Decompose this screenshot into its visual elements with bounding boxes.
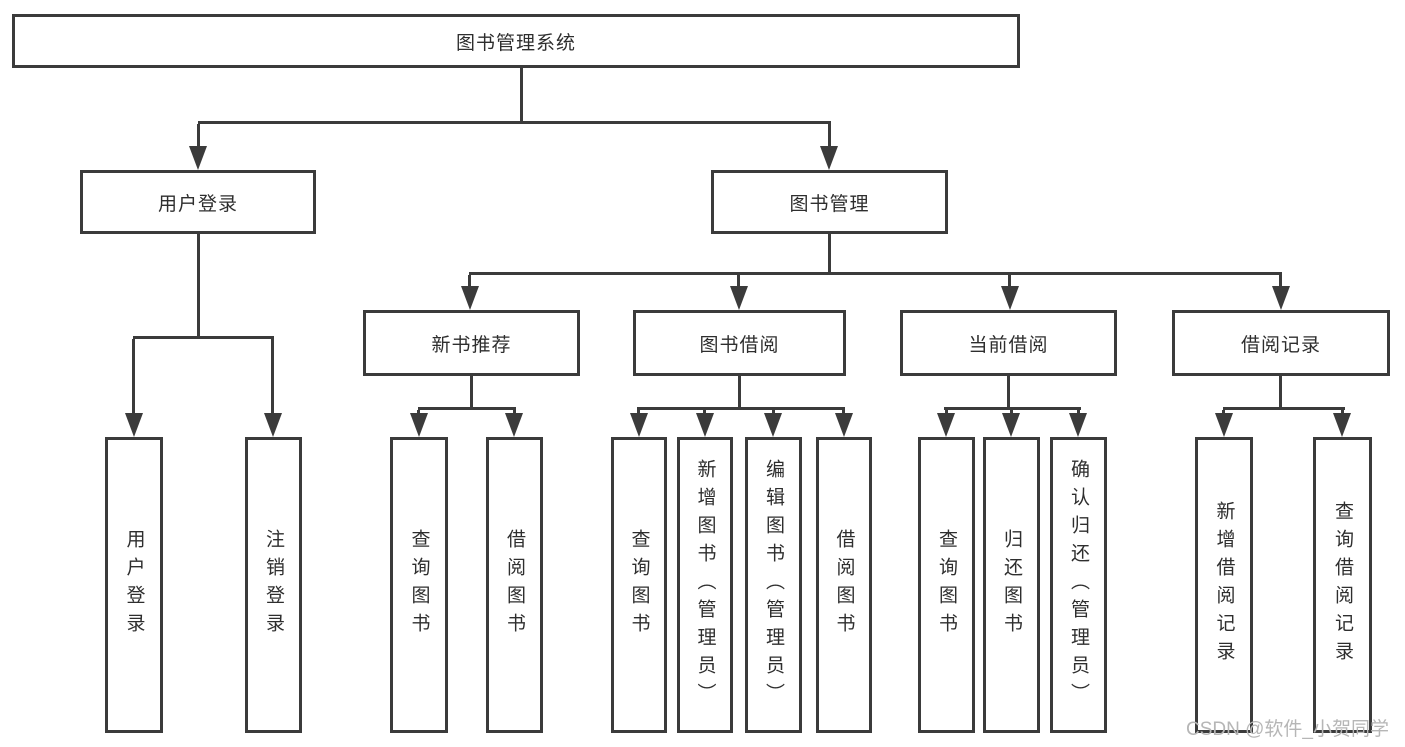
leaf-label: 新增借阅记录 [1213, 501, 1235, 669]
leaf-label: 查询图书 [936, 529, 957, 641]
connector-drop-line [468, 275, 471, 287]
node-new-book-recommend: 新书推荐 [363, 310, 580, 376]
connector-newbook-stem [470, 376, 473, 410]
arrowhead-icon [264, 413, 282, 437]
connector-drop-line [1008, 275, 1011, 287]
leaf-label: 借阅图书 [833, 529, 855, 641]
connector-drop-line [842, 410, 845, 415]
leaf-logout: 注销登录 [245, 437, 302, 733]
connector-root-bar [198, 121, 831, 124]
connector-drop-line [637, 410, 640, 415]
arrowhead-icon [696, 413, 714, 437]
leaf-confirm-return-admin: 确认归还（管理员） [1050, 437, 1107, 733]
node-book-management-branch: 图书管理 [711, 170, 948, 234]
leaf-label: 注销登录 [263, 529, 284, 641]
leaf-label: 新增图书（管理员） [694, 459, 716, 711]
connector-current-bar [944, 407, 1081, 410]
connector-drop-line [737, 275, 740, 287]
arrowhead-icon [1002, 413, 1020, 437]
leaf-edit-books-admin: 编辑图书（管理员） [745, 437, 802, 733]
arrowhead-icon [1272, 286, 1290, 310]
leaf-borrow-books: 借阅图书 [816, 437, 872, 733]
node-user-login-branch: 用户登录 [80, 170, 316, 234]
connector-userlogin-stem [197, 234, 200, 339]
connector-drop-line [132, 339, 135, 415]
connector-bookmgmt-stem [828, 234, 831, 275]
leaf-label: 查询借阅记录 [1332, 501, 1353, 669]
connector-drop-line [513, 410, 516, 415]
connector-records-bar [1223, 407, 1345, 410]
arrowhead-icon [1215, 413, 1233, 437]
connector-drop-line [1010, 410, 1013, 415]
leaf-add-books-admin: 新增图书（管理员） [677, 437, 733, 733]
arrowhead-icon [630, 413, 648, 437]
leaf-label: 借阅图书 [504, 529, 525, 641]
arrowhead-icon [1069, 413, 1087, 437]
connector-borrow-bar [637, 407, 845, 410]
arrowhead-icon [505, 413, 523, 437]
connector-drop-line [703, 410, 706, 415]
leaf-label: 归还图书 [1001, 529, 1022, 641]
leaf-label: 用户登录 [123, 529, 145, 641]
leaf-query-books-borrow: 查询图书 [611, 437, 667, 733]
connector-drop-line [417, 410, 420, 415]
leaf-query-borrow-record: 查询借阅记录 [1313, 437, 1372, 733]
leaf-query-books-current: 查询图书 [918, 437, 975, 733]
node-book-borrowing: 图书借阅 [633, 310, 846, 376]
connector-newbook-bar [418, 407, 516, 410]
arrowhead-icon [461, 286, 479, 310]
connector-userlogin-bar [133, 336, 274, 339]
connector-drop-line [271, 339, 274, 415]
node-current-borrowing: 当前借阅 [900, 310, 1117, 376]
arrowhead-icon [730, 286, 748, 310]
leaf-user-login: 用户登录 [105, 437, 163, 733]
arrowhead-icon [937, 413, 955, 437]
connector-borrow-stem [738, 376, 741, 410]
leaf-label: 查询图书 [408, 529, 430, 641]
leaf-add-borrow-record: 新增借阅记录 [1195, 437, 1253, 733]
connector-bookmgmt-bar [469, 272, 1282, 275]
connector-current-stem [1007, 376, 1010, 410]
leaf-borrow-books-recommend: 借阅图书 [486, 437, 543, 733]
node-borrowing-records: 借阅记录 [1172, 310, 1390, 376]
leaf-label: 确认归还（管理员） [1068, 459, 1089, 711]
connector-drop-line [1077, 410, 1080, 415]
csdn-watermark: CSDN @软件_小贺同学 [1186, 719, 1389, 740]
arrowhead-icon [1333, 413, 1351, 437]
connector-drop-line [1222, 410, 1225, 415]
connector-drop-line [772, 410, 775, 415]
arrowhead-icon [820, 146, 838, 170]
arrowhead-icon [410, 413, 428, 437]
arrowhead-icon [835, 413, 853, 437]
connector-drop-line [197, 124, 200, 150]
connector-drop-line [1341, 410, 1344, 415]
arrowhead-icon [1001, 286, 1019, 310]
connector-root-stem [520, 68, 523, 121]
connector-records-stem [1279, 376, 1282, 410]
arrowhead-icon [189, 146, 207, 170]
arrowhead-icon [125, 413, 143, 437]
connector-drop-line [1279, 275, 1282, 287]
connector-drop-line [945, 410, 948, 415]
arrowhead-icon [764, 413, 782, 437]
leaf-return-books: 归还图书 [983, 437, 1040, 733]
leaf-label: 查询图书 [628, 529, 650, 641]
leaf-label: 编辑图书（管理员） [763, 459, 784, 711]
connector-drop-line [828, 124, 831, 150]
node-root: 图书管理系统 [12, 14, 1020, 68]
leaf-query-books-recommend: 查询图书 [390, 437, 448, 733]
